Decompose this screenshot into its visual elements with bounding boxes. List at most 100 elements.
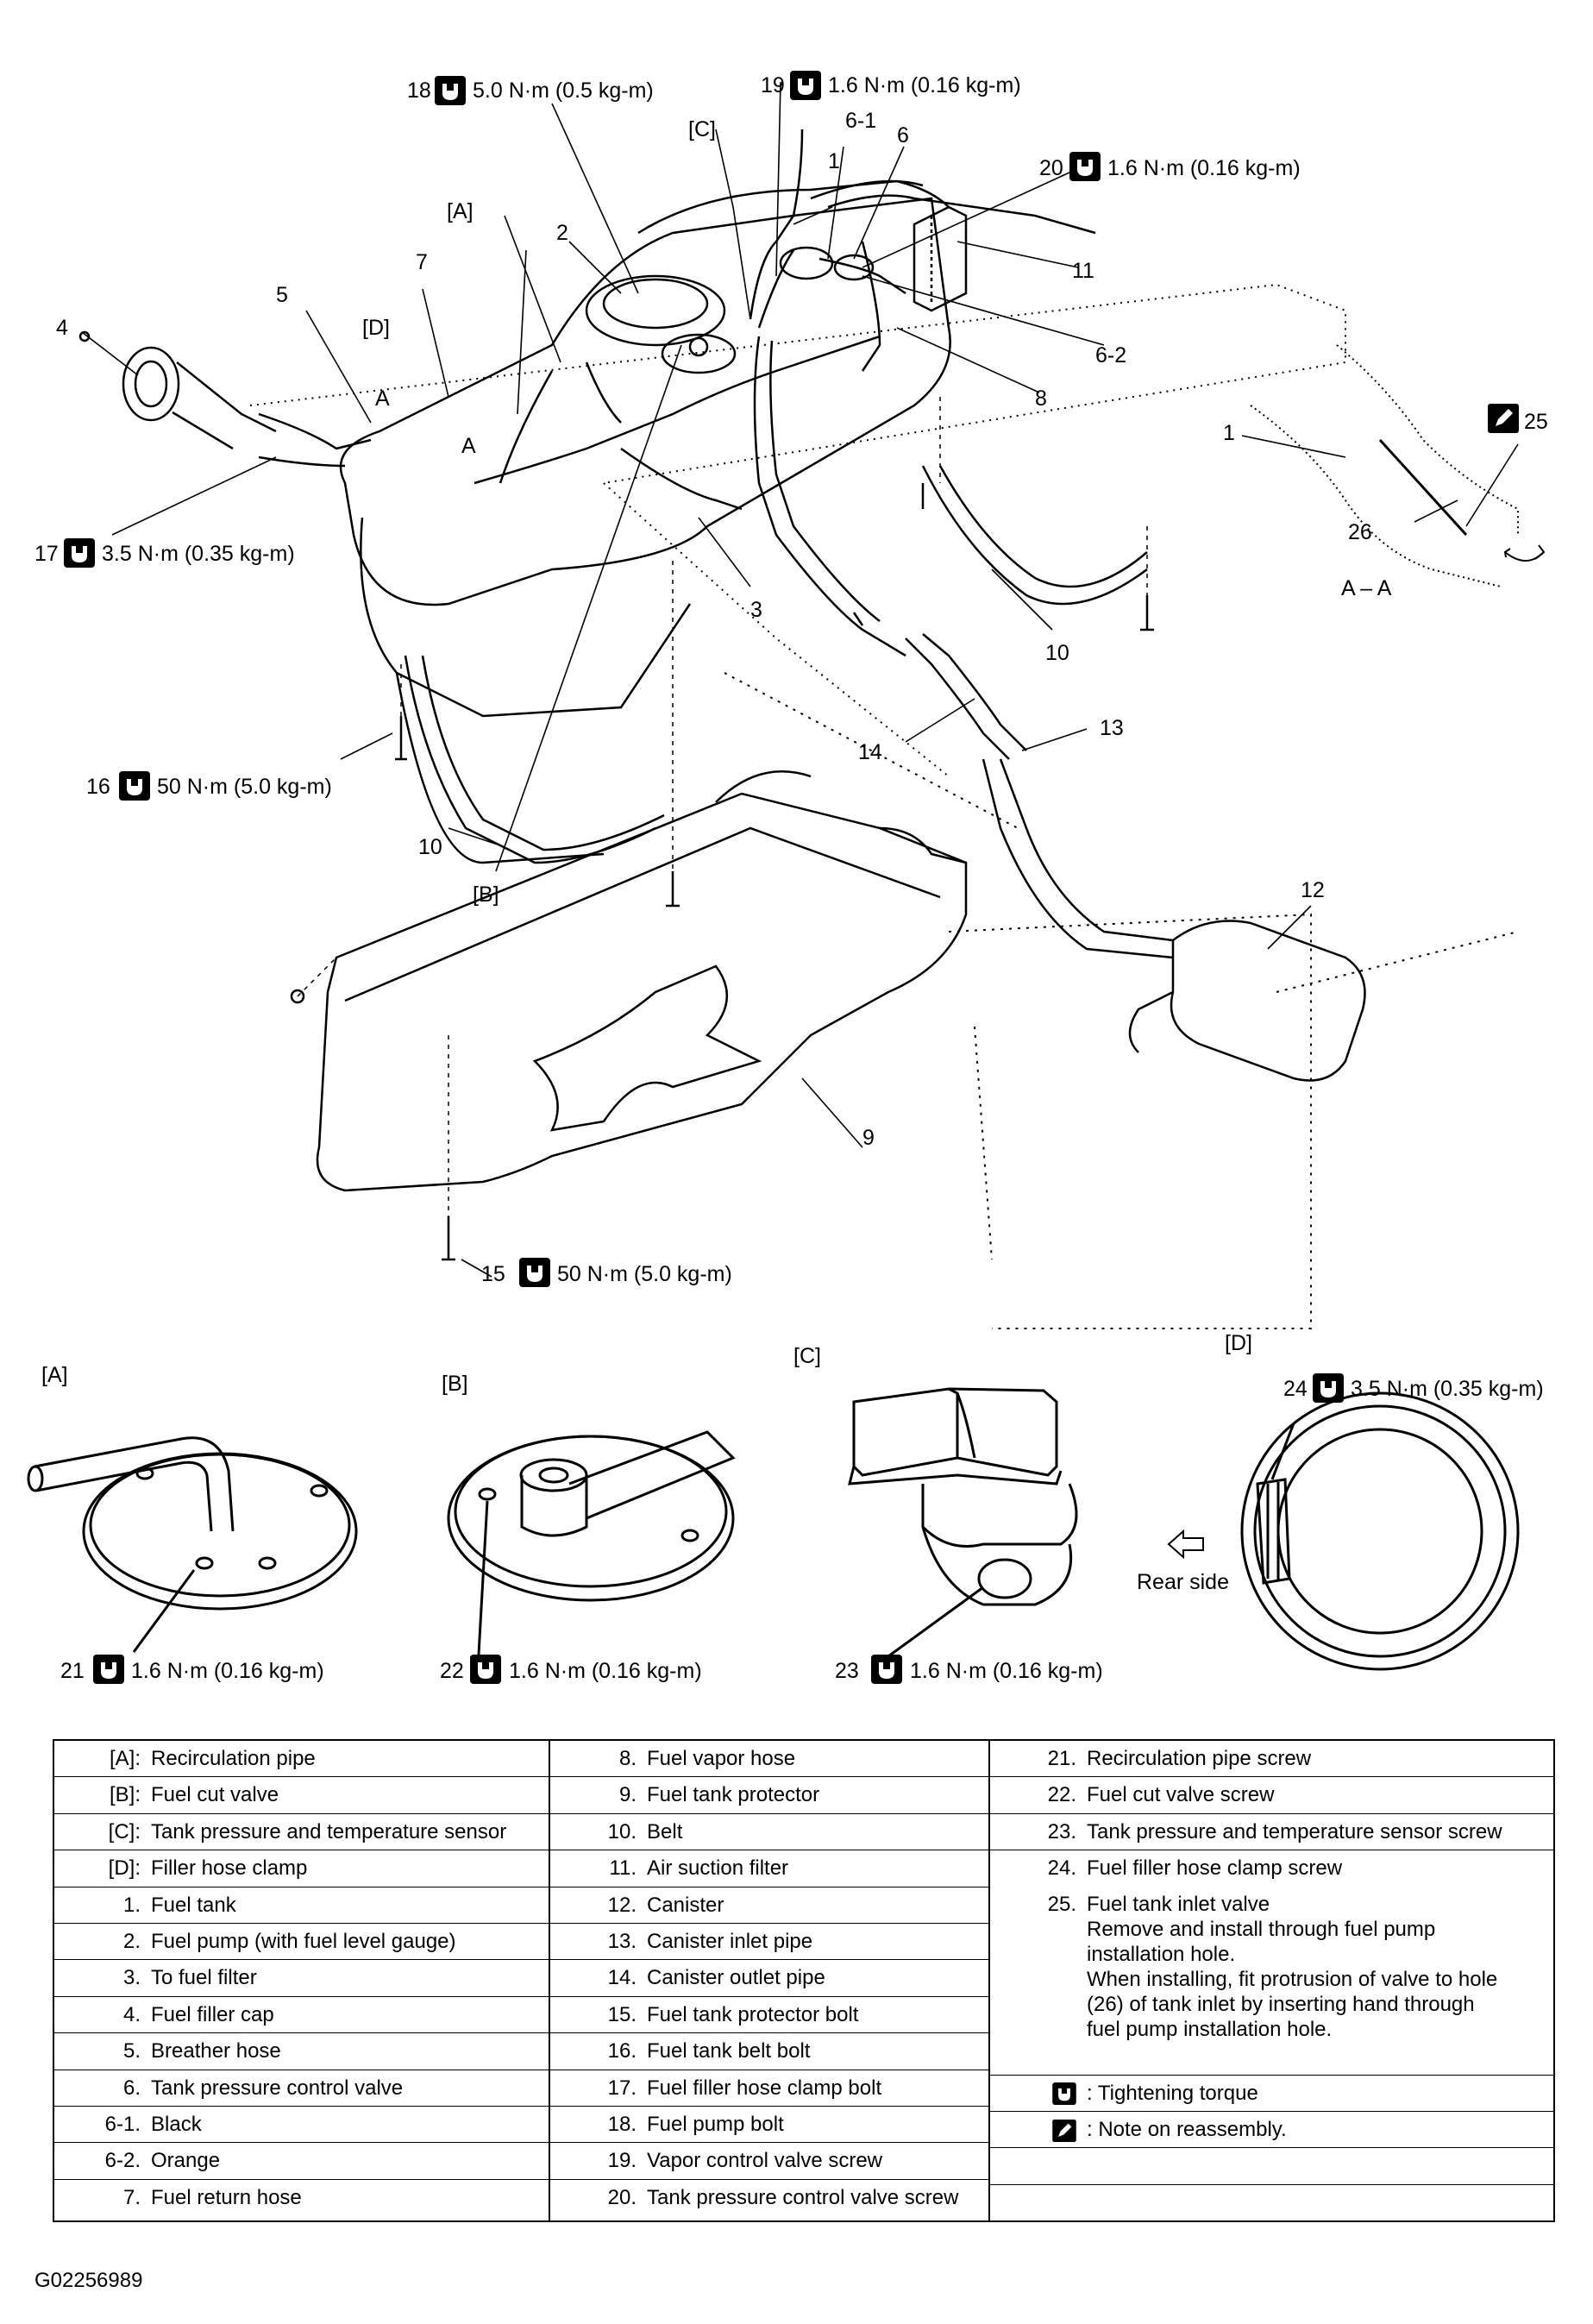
legend-num: 7. — [122, 2185, 141, 2209]
legend-num: 8. — [618, 1747, 637, 1770]
legend-text: Orange — [151, 2149, 221, 2173]
torque-15-num: 15 — [481, 1262, 505, 1286]
legend-symbol — [990, 2112, 1087, 2147]
legend-item: 6-2.Orange — [54, 2143, 549, 2180]
legend-symbol-torque-text: : Tightening torque — [1087, 2081, 1258, 2105]
section-mark-a1: A — [375, 386, 390, 411]
legend-symbol-torque: : Tightening torque — [990, 2076, 1553, 2112]
legend-num: 5. — [122, 2039, 141, 2063]
torque-18-num: 18 — [407, 79, 431, 103]
torque-callouts: 18 5.0 N·m (0.5 kg-m) 19 1.6 N·m (0.16 k… — [34, 71, 1301, 1287]
torque-21-value: 1.6 N·m (0.16 kg-m) — [131, 1659, 324, 1683]
legend-num: 13. — [607, 1929, 637, 1953]
legend-text: Air suction filter — [647, 1856, 789, 1881]
note-icon — [1052, 2119, 1076, 2142]
legend-item: 22.Fuel cut valve screw — [990, 1777, 1553, 1814]
legend-num: 18. — [607, 2112, 637, 2136]
legend-item: 14.Canister outlet pipe — [550, 1960, 988, 1997]
parts-legend-table: [A]:Recirculation pipe [B]: Fuel cut valve… — [53, 1738, 1555, 2223]
legend-num: 6. — [122, 2076, 141, 2100]
callout-25: 25 — [1524, 410, 1548, 434]
legend-item: 20.Tank pressure control valve screw — [550, 2180, 988, 2215]
legend-column-1: [A]:Recirculation pipe[B]:Fuel cut valve… — [53, 1738, 550, 2223]
torque-22-num: 22 — [440, 1659, 464, 1683]
legend-text: Fuel tank — [151, 1893, 236, 1917]
callout-a: [A] — [447, 199, 474, 223]
vehicle-frame-outline — [249, 283, 1519, 1329]
legend-item-25-line: (26) of tank inlet by inserting hand thr… — [1087, 1992, 1475, 2016]
callout-10-right: 10 — [1045, 641, 1069, 665]
torque-19-num: 19 — [761, 73, 785, 97]
legend-item: 3.To fuel filter — [54, 1960, 549, 1997]
callout-14: 14 — [858, 740, 882, 764]
legend-item-25-line: installation hole. — [1087, 1942, 1236, 1966]
torque-16-value: 50 N·m (5.0 kg-m) — [157, 775, 332, 799]
legend-empty-row — [990, 2148, 1553, 2185]
torque-17-value: 3.5 N·m (0.35 kg-m) — [102, 542, 295, 566]
fuel-hoses — [499, 129, 1174, 959]
legend-text: Fuel pump (with fuel level gauge) — [151, 1929, 456, 1953]
legend-item: 2. Fuel pump (with fuel level gauge) — [54, 1924, 549, 1961]
legend-item: 12.Canister — [550, 1887, 988, 1924]
legend-num: 3. — [122, 1966, 141, 1990]
legend-item-25-line: Fuel tank inlet valve — [1087, 1892, 1270, 1916]
detail-d-label: [D] — [1225, 1331, 1252, 1355]
callout-13: 13 — [1100, 716, 1124, 740]
legend-text: Vapor control valve screw — [647, 2149, 882, 2173]
rear-side-label: Rear side — [1137, 1570, 1229, 1594]
callout-labels: 1 1 2 3 4 5 6 6-1 6-2 7 8 9 10 10 11 12 … — [56, 109, 1548, 1150]
legend-symbol-note-text: : Note on reassembly. — [1087, 2117, 1287, 2141]
legend-item: [D]: Filler hose clamp — [54, 1850, 549, 1887]
callout-9: 9 — [862, 1126, 875, 1150]
fuel-filler-cap — [122, 346, 277, 450]
legend-item: 6-1.Black — [54, 2107, 549, 2144]
legend-text: Fuel filler hose clamp bolt — [647, 2076, 882, 2100]
legend-item: 15.Fuel tank protector bolt — [550, 1997, 988, 2034]
legend-item: 13.Canister inlet pipe — [550, 1924, 988, 1961]
detail-a-label: [A] — [41, 1363, 68, 1387]
legend-text: Filler hose clamp — [151, 1856, 308, 1881]
legend-text: Fuel filler hose clamp screw — [1087, 1856, 1343, 1881]
figure-id: G02256989 — [34, 2269, 143, 2292]
note-icon — [1488, 404, 1519, 433]
callout-3: 3 — [750, 598, 762, 622]
legend-text: Fuel tank belt bolt — [647, 2039, 811, 2063]
rear-direction-arrow-icon — [1167, 1529, 1204, 1560]
section-a-a — [1250, 344, 1546, 587]
legend-item-25-line: fuel pump installation hole. — [1087, 2017, 1333, 2041]
legend-num: 2. — [122, 1929, 141, 1953]
legend-num: [D]: — [108, 1856, 141, 1881]
legend-item-25-line: When installing, fit protrusion of valve… — [1087, 1967, 1498, 1991]
legend-text: Canister outlet pipe — [647, 1966, 825, 1990]
legend-num: 4. — [122, 2002, 141, 2026]
legend-item: 5.Breather hose — [54, 2033, 549, 2070]
legend-num: 21. — [1047, 1747, 1076, 1770]
legend-num: 1. — [122, 1893, 141, 1917]
legend-text: Tank pressure control valve — [151, 2076, 404, 2100]
callout-2: 2 — [556, 221, 568, 245]
legend-num: [B]: — [109, 1783, 141, 1807]
torque-icon — [1069, 152, 1101, 181]
legend-item: 10.Belt — [550, 1814, 988, 1851]
legend-item: [A]:Recirculation pipe — [54, 1741, 549, 1778]
legend-text: Fuel tank protector — [647, 1783, 820, 1807]
legend-text: Fuel cut valve screw — [1087, 1783, 1275, 1807]
callout-c: [C] — [688, 117, 716, 141]
callout-6: 6 — [897, 123, 909, 148]
detail-d-filler-hose-clamp — [1240, 1391, 1520, 1671]
torque-icon — [1313, 1373, 1344, 1403]
legend-text: Fuel pump bolt — [647, 2112, 784, 2136]
torque-icon — [470, 1655, 501, 1684]
torque-icon — [435, 76, 466, 105]
legend-num: 17. — [607, 2076, 637, 2100]
legend-text: Black — [151, 2112, 202, 2136]
torque-18-value: 5.0 N·m (0.5 kg-m) — [473, 79, 654, 103]
legend-text: Belt — [647, 1819, 683, 1843]
legend-text: Tank pressure and temperature sensor scr… — [1087, 1819, 1502, 1843]
torque-24-num: 24 — [1283, 1377, 1308, 1401]
callout-7: 7 — [416, 250, 428, 274]
callout-1: 1 — [828, 149, 840, 173]
legend-item: 23.Tank pressure and temperature sensor … — [990, 1814, 1553, 1851]
legend-text: Fuel return hose — [151, 2185, 302, 2209]
torque-icon — [64, 538, 95, 568]
